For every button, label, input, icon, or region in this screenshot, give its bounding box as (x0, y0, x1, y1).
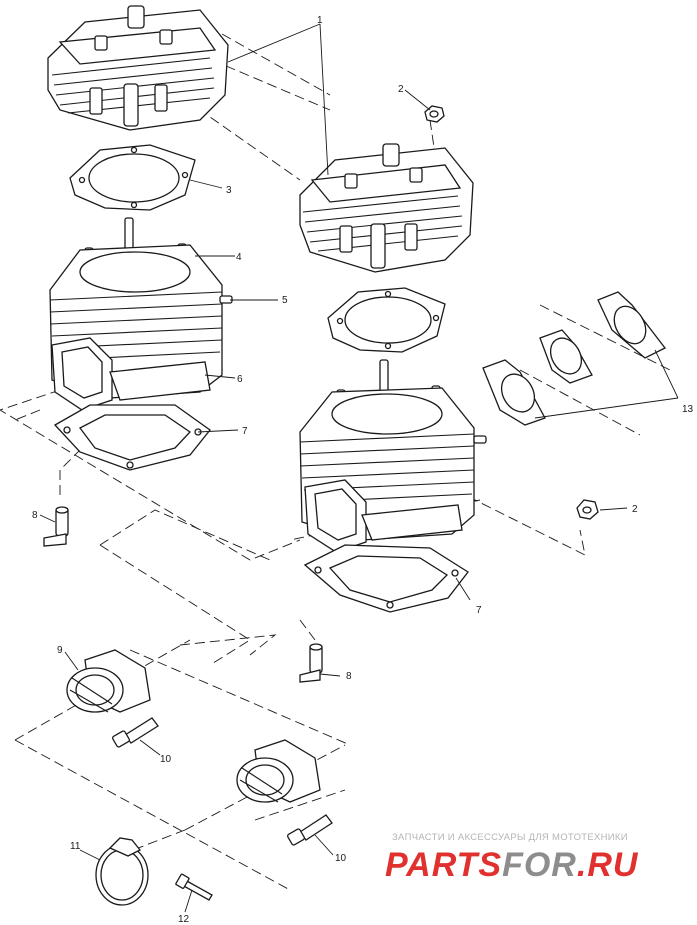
head-gasket-right (327, 287, 446, 353)
callout-2-lower: 2 (632, 504, 638, 515)
head-gasket-left (69, 144, 196, 211)
watermark-caption: ЗАПЧАСТИ И АКСЕССУАРЫ ДЛЯ МОТОТЕХНИКИ (392, 832, 628, 843)
cylinder-head-left (47, 5, 229, 131)
callout-4: 4 (236, 252, 242, 263)
cylinder-head-right (299, 143, 474, 273)
callout-2-upper: 2 (398, 84, 404, 95)
elbow-fitting-left (43, 506, 69, 547)
cylinder-left (49, 217, 233, 411)
watermark-brand-parts: PARTS (385, 846, 502, 884)
callout-7-right: 7 (476, 605, 482, 616)
intake-flange-left (66, 649, 151, 713)
watermark-brand-ru: .RU (577, 846, 639, 884)
callout-11: 11 (70, 841, 81, 852)
clamp-screw (175, 873, 213, 901)
callout-12: 12 (178, 914, 190, 925)
callout-6: 6 (237, 374, 243, 385)
intake-flange-right (236, 739, 321, 803)
callout-10-left: 10 (160, 754, 172, 765)
watermark-brand-for: FOR (502, 846, 577, 884)
cylinder-right (299, 359, 487, 553)
watermark-brand: PARTSFOR.RU (385, 846, 639, 884)
elbow-fitting-right (299, 643, 323, 683)
callout-8-right: 8 (346, 671, 352, 682)
callout-7-left: 7 (242, 426, 248, 437)
watermark: ЗАПЧАСТИ И АКСЕССУАРЫ ДЛЯ МОТОТЕХНИКИ PA… (385, 832, 639, 884)
callout-8-left: 8 (32, 510, 38, 521)
bolt-right (287, 814, 333, 846)
callout-5: 5 (282, 295, 288, 306)
callout-1: 1 (317, 15, 323, 26)
intake-gasket-set (482, 291, 666, 426)
callout-13: 13 (682, 404, 694, 415)
flange-nut-lower (576, 499, 599, 520)
callout-3: 3 (226, 185, 232, 196)
hose-clamp (95, 837, 149, 906)
callout-leader-lines (39, 23, 679, 913)
base-gasket-left (53, 404, 211, 471)
base-gasket-right (303, 544, 469, 613)
bolt-left (112, 717, 159, 748)
callout-10-right: 10 (335, 853, 347, 864)
callout-9: 9 (57, 645, 63, 656)
callout-labels: 1 2 3 4 5 6 7 8 2 7 8 9 10 10 11 12 13 (32, 15, 694, 925)
